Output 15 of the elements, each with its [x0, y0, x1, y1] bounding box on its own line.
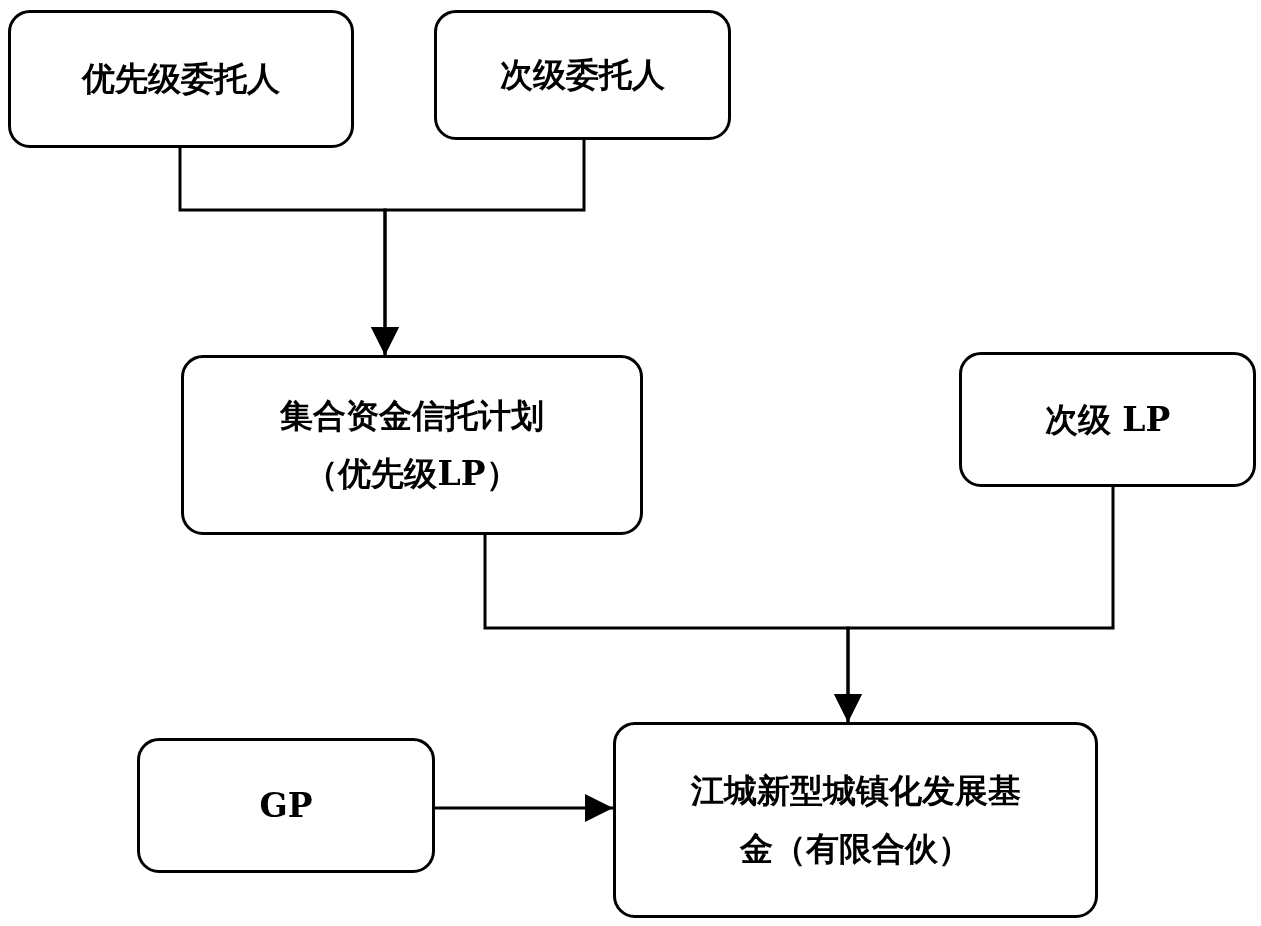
process-box [137, 738, 435, 873]
process-box [8, 10, 354, 148]
box-label: 集合资金信托计划（优先级LP） [279, 395, 545, 495]
box-label: 优先级委托人 [82, 58, 280, 101]
box-label: 江城新型城镇化发展基金（有限合伙） [690, 770, 1021, 870]
process-box [959, 352, 1256, 487]
box-label: GP [259, 784, 313, 827]
arrow [834, 487, 1115, 722]
box-label: 次级委托人 [500, 54, 665, 97]
arrow [371, 140, 586, 355]
box-label: 次级 LP [1044, 398, 1171, 441]
arrow [435, 794, 613, 822]
process-box [181, 355, 643, 535]
process-box [613, 722, 1098, 918]
process-box [434, 10, 731, 140]
